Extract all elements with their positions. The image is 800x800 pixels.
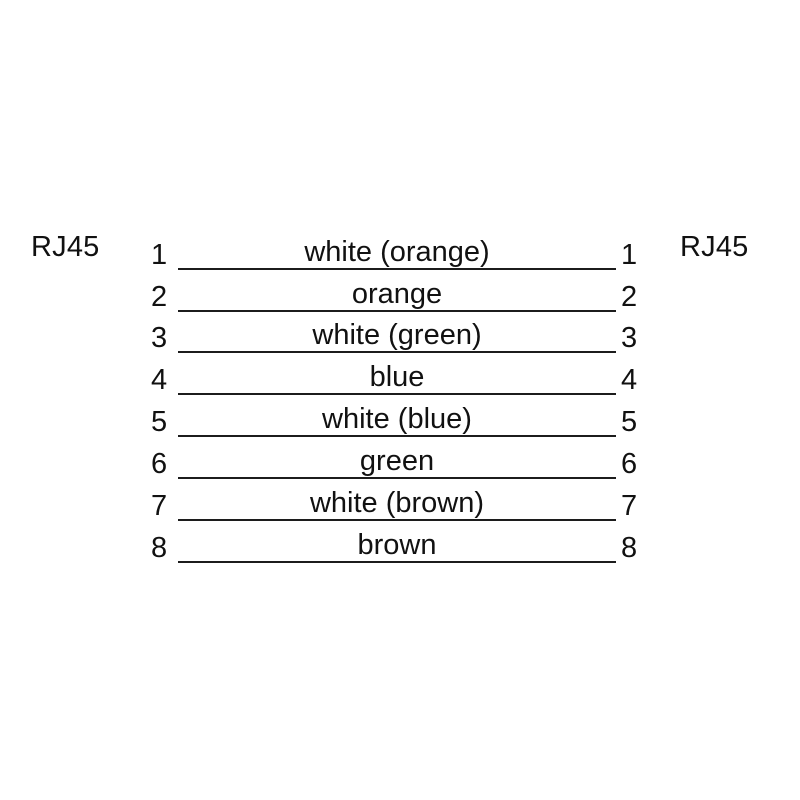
wire-color-label: white (orange) (304, 236, 490, 268)
left-connector-label: RJ45 (31, 231, 100, 263)
wire-row: 2 orange 2 (0, 270, 800, 312)
wire-row: 7 white (brown) 7 (0, 479, 800, 521)
wire-color-label: green (359, 445, 435, 477)
wire-color-label: blue (369, 361, 425, 393)
wire-line (178, 477, 616, 479)
left-pin-number: 1 (151, 239, 168, 271)
wire-line (178, 393, 616, 395)
right-pin-number: 2 (621, 281, 638, 313)
right-pin-number: 4 (621, 364, 638, 396)
left-pin-number: 7 (151, 490, 168, 522)
wire-row: 1 white (orange) 1 (0, 228, 800, 270)
right-connector-label: RJ45 (680, 231, 749, 263)
wire-row: 5 white (blue) 5 (0, 395, 800, 437)
wire-color-label: white (blue) (322, 403, 472, 435)
left-pin-number: 4 (151, 364, 168, 396)
left-pin-number: 5 (151, 406, 168, 438)
wire-line (178, 519, 616, 521)
right-pin-number: 3 (621, 322, 638, 354)
wire-line (178, 268, 616, 270)
wire-row: 6 green 6 (0, 437, 800, 479)
left-pin-number: 6 (151, 448, 168, 480)
right-pin-number: 1 (621, 239, 638, 271)
wire-line (178, 561, 616, 563)
wire-color-label: orange (351, 278, 443, 310)
wire-row: 3 white (green) 3 (0, 311, 800, 353)
left-pin-number: 8 (151, 532, 168, 564)
wire-color-label: brown (357, 529, 437, 561)
right-pin-number: 8 (621, 532, 638, 564)
right-pin-number: 5 (621, 406, 638, 438)
right-pin-number: 7 (621, 490, 638, 522)
left-pin-number: 2 (151, 281, 168, 313)
wire-line (178, 435, 616, 437)
wire-color-label: white (brown) (309, 487, 485, 519)
wire-color-label: white (green) (312, 319, 482, 351)
wire-line (178, 351, 616, 353)
wire-row: 4 blue 4 (0, 353, 800, 395)
left-pin-number: 3 (151, 322, 168, 354)
wire-line (178, 310, 616, 312)
wire-row: 8 brown 8 (0, 521, 800, 563)
right-pin-number: 6 (621, 448, 638, 480)
